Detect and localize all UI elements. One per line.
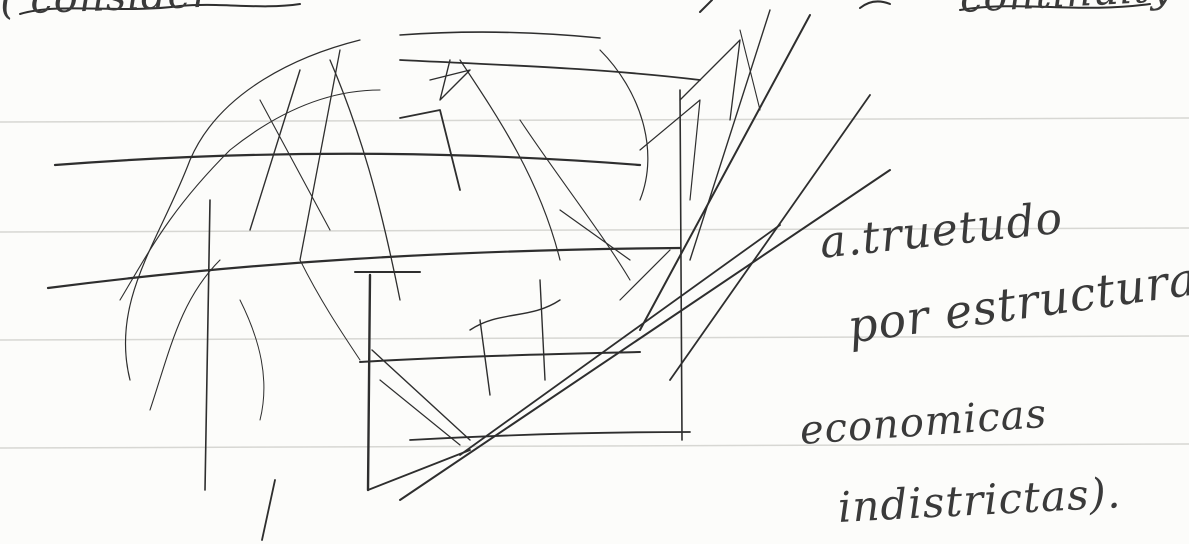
scribble-drawing xyxy=(48,10,890,540)
ruled-line xyxy=(0,336,1189,340)
ruled-line xyxy=(0,118,1189,122)
ruled-line xyxy=(0,444,1189,448)
